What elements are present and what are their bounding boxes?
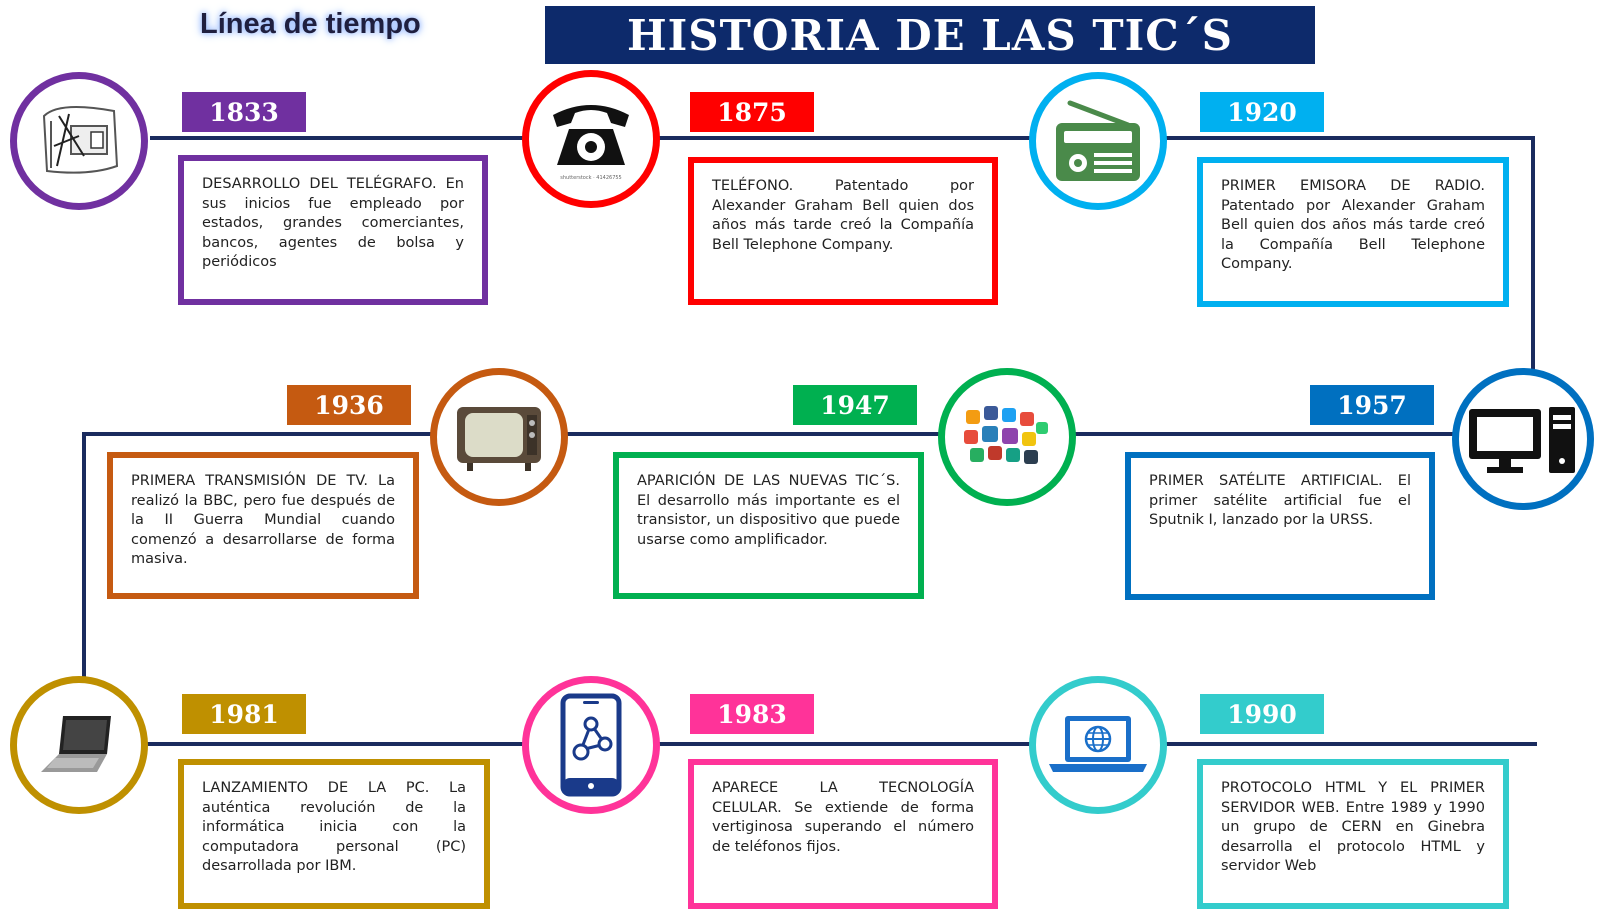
laptop-icon	[41, 716, 111, 772]
event-1875-card: TELÉFONO. Patentado por Alexander Graham…	[688, 157, 998, 305]
timeline-row-3	[82, 742, 1537, 746]
event-1990-card: PROTOCOLO HTML Y EL PRIMER SERVIDOR WEB.…	[1197, 759, 1509, 909]
radio-icon	[1056, 100, 1140, 181]
event-1875-year: 1875	[690, 92, 814, 132]
event-1947-card: APARICIÓN DE LAS NUEVAS TIC´S. El desarr…	[613, 452, 924, 599]
event-1983-text: APARECE LA TECNOLOGÍA CELULAR. Se extien…	[712, 780, 974, 855]
web-laptop-icon	[1049, 716, 1147, 772]
event-1875-icon-circle: shutterstock · 41426755	[522, 70, 660, 208]
telegraph-icon	[42, 106, 119, 174]
event-1920-card: PRIMER EMISORA DE RADIO. Patentado por A…	[1197, 157, 1509, 307]
event-1981-year: 1981	[182, 694, 306, 734]
event-1990-year: 1990	[1200, 694, 1324, 734]
page-title: HISTORIA DE LAS TIC´S	[626, 10, 1234, 60]
event-1936-text: PRIMERA TRANSMISIÓN DE TV. La realizó la…	[131, 473, 395, 567]
event-1947-year: 1947	[793, 385, 917, 425]
event-1990-icon-circle	[1029, 676, 1167, 814]
event-1833-text: DESARROLLO DEL TELÉGRAFO. En sus inicios…	[202, 176, 464, 270]
event-1957-year: 1957	[1310, 385, 1434, 425]
event-1833-icon-circle	[10, 72, 148, 210]
event-1981-text: LANZAMIENTO DE LA PC. La auténtica revol…	[202, 780, 466, 874]
event-1920-year: 1920	[1200, 92, 1324, 132]
event-1936-card: PRIMERA TRANSMISIÓN DE TV. La realizó la…	[107, 452, 419, 599]
telephone-caption: shutterstock · 41426755	[560, 175, 621, 181]
event-1936-icon-circle	[430, 368, 568, 506]
event-1833-year: 1833	[182, 92, 306, 132]
title-banner: HISTORIA DE LAS TIC´S	[545, 6, 1315, 64]
event-1875-text: TELÉFONO. Patentado por Alexander Graham…	[712, 178, 974, 253]
social-media-icon	[964, 406, 1048, 464]
event-1957-text: PRIMER SATÉLITE ARTIFICIAL. El primer sa…	[1149, 473, 1411, 528]
television-icon	[457, 407, 541, 471]
timeline-left-connector	[82, 432, 86, 744]
event-1983-card: APARECE LA TECNOLOGÍA CELULAR. Se extien…	[688, 759, 998, 909]
timeline-row-2	[82, 432, 1535, 436]
event-1957-icon-circle	[1452, 368, 1594, 510]
event-1936-year: 1936	[287, 385, 411, 425]
event-1947-text: APARICIÓN DE LAS NUEVAS TIC´S. El desarr…	[637, 473, 900, 548]
event-1981-icon-circle	[10, 676, 148, 814]
desktop-computer-icon	[1469, 407, 1575, 473]
timeline-right-connector	[1531, 136, 1535, 436]
telephone-icon: shutterstock · 41426755	[553, 105, 629, 181]
event-1983-icon-circle	[522, 676, 660, 814]
event-1920-text: PRIMER EMISORA DE RADIO. Patentado por A…	[1221, 178, 1485, 272]
smartphone-icon	[560, 693, 622, 797]
event-1833-card: DESARROLLO DEL TELÉGRAFO. En sus inicios…	[178, 155, 488, 305]
timeline-row-1	[150, 136, 1535, 140]
event-1957-card: PRIMER SATÉLITE ARTIFICIAL. El primer sa…	[1125, 452, 1435, 600]
event-1983-year: 1983	[690, 694, 814, 734]
event-1947-icon-circle	[938, 368, 1076, 506]
event-1920-icon-circle	[1029, 72, 1167, 210]
event-1981-card: LANZAMIENTO DE LA PC. La auténtica revol…	[178, 759, 490, 909]
event-1990-text: PROTOCOLO HTML Y EL PRIMER SERVIDOR WEB.…	[1221, 780, 1485, 874]
page-subtitle: Línea de tiempo	[200, 8, 421, 40]
